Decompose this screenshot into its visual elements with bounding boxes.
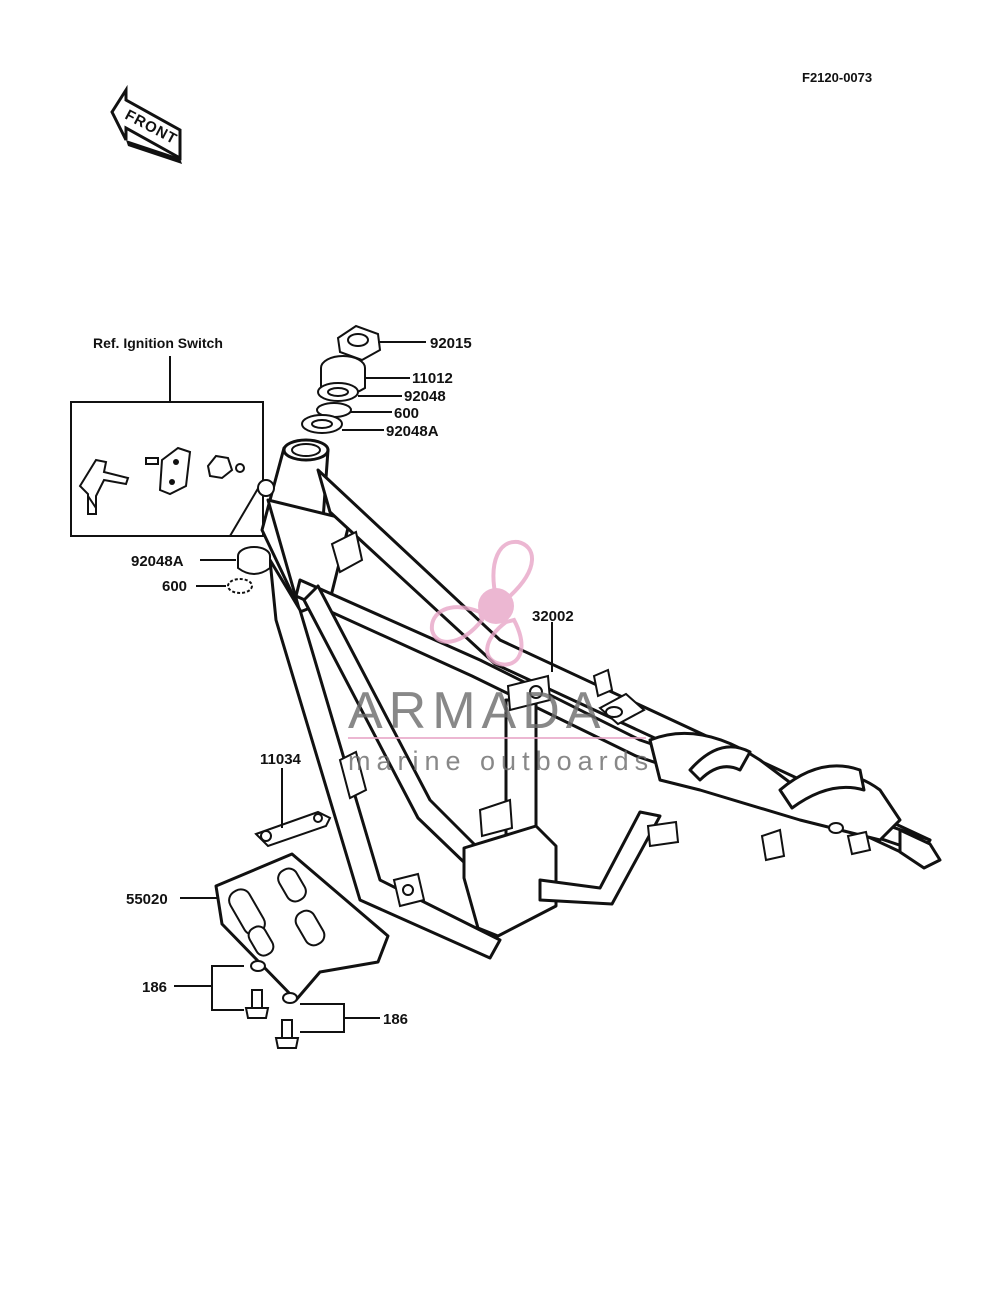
part-92048: 92048 — [404, 388, 446, 405]
watermark-tagline: marine outboards — [348, 746, 654, 776]
ref-ignition-label: Ref. Ignition Switch — [93, 335, 223, 351]
switch-nut-icon — [206, 454, 245, 480]
part-32002: 32002 — [532, 608, 574, 625]
ignition-switch-reference: Ref. Ignition Switch — [70, 335, 264, 537]
upper-race-icon — [301, 414, 343, 434]
guard-bracket-icon — [254, 810, 332, 848]
lower-race-icon — [237, 546, 271, 575]
switch-bracket-icon — [145, 446, 192, 496]
part-11012: 11012 — [412, 370, 453, 387]
stem-nut-icon — [336, 324, 382, 362]
part-11034: 11034 — [260, 751, 302, 768]
ignition-switch-icon — [78, 458, 130, 515]
bolt-washer-left-icon — [244, 960, 270, 1019]
part-186-right: 186 — [383, 1011, 408, 1028]
part-600-top: 600 — [394, 405, 419, 422]
watermark: ARMADA marine outboards — [348, 539, 654, 776]
part-600-bottom: 600 — [162, 578, 187, 595]
skid-plate-icon — [214, 852, 390, 1002]
front-arrow-icon: FRONT — [110, 84, 182, 164]
lower-ball-ring-icon — [227, 578, 253, 594]
bolt-washer-right-icon — [274, 992, 300, 1049]
watermark-brand: ARMADA — [348, 682, 606, 740]
upper-bearing-icon — [317, 382, 359, 402]
frame-assembly — [257, 438, 942, 960]
propeller-logo-icon — [429, 539, 534, 667]
steering-stem-parts — [301, 324, 382, 434]
part-55020: 55020 — [126, 891, 168, 908]
part-186-left: 186 — [142, 979, 167, 996]
part-92048A-top: 92048A — [386, 423, 439, 440]
part-92015: 92015 — [430, 335, 472, 352]
part-92048A-bottom: 92048A — [131, 553, 184, 570]
diagram-code: F2120-0073 — [802, 70, 872, 85]
